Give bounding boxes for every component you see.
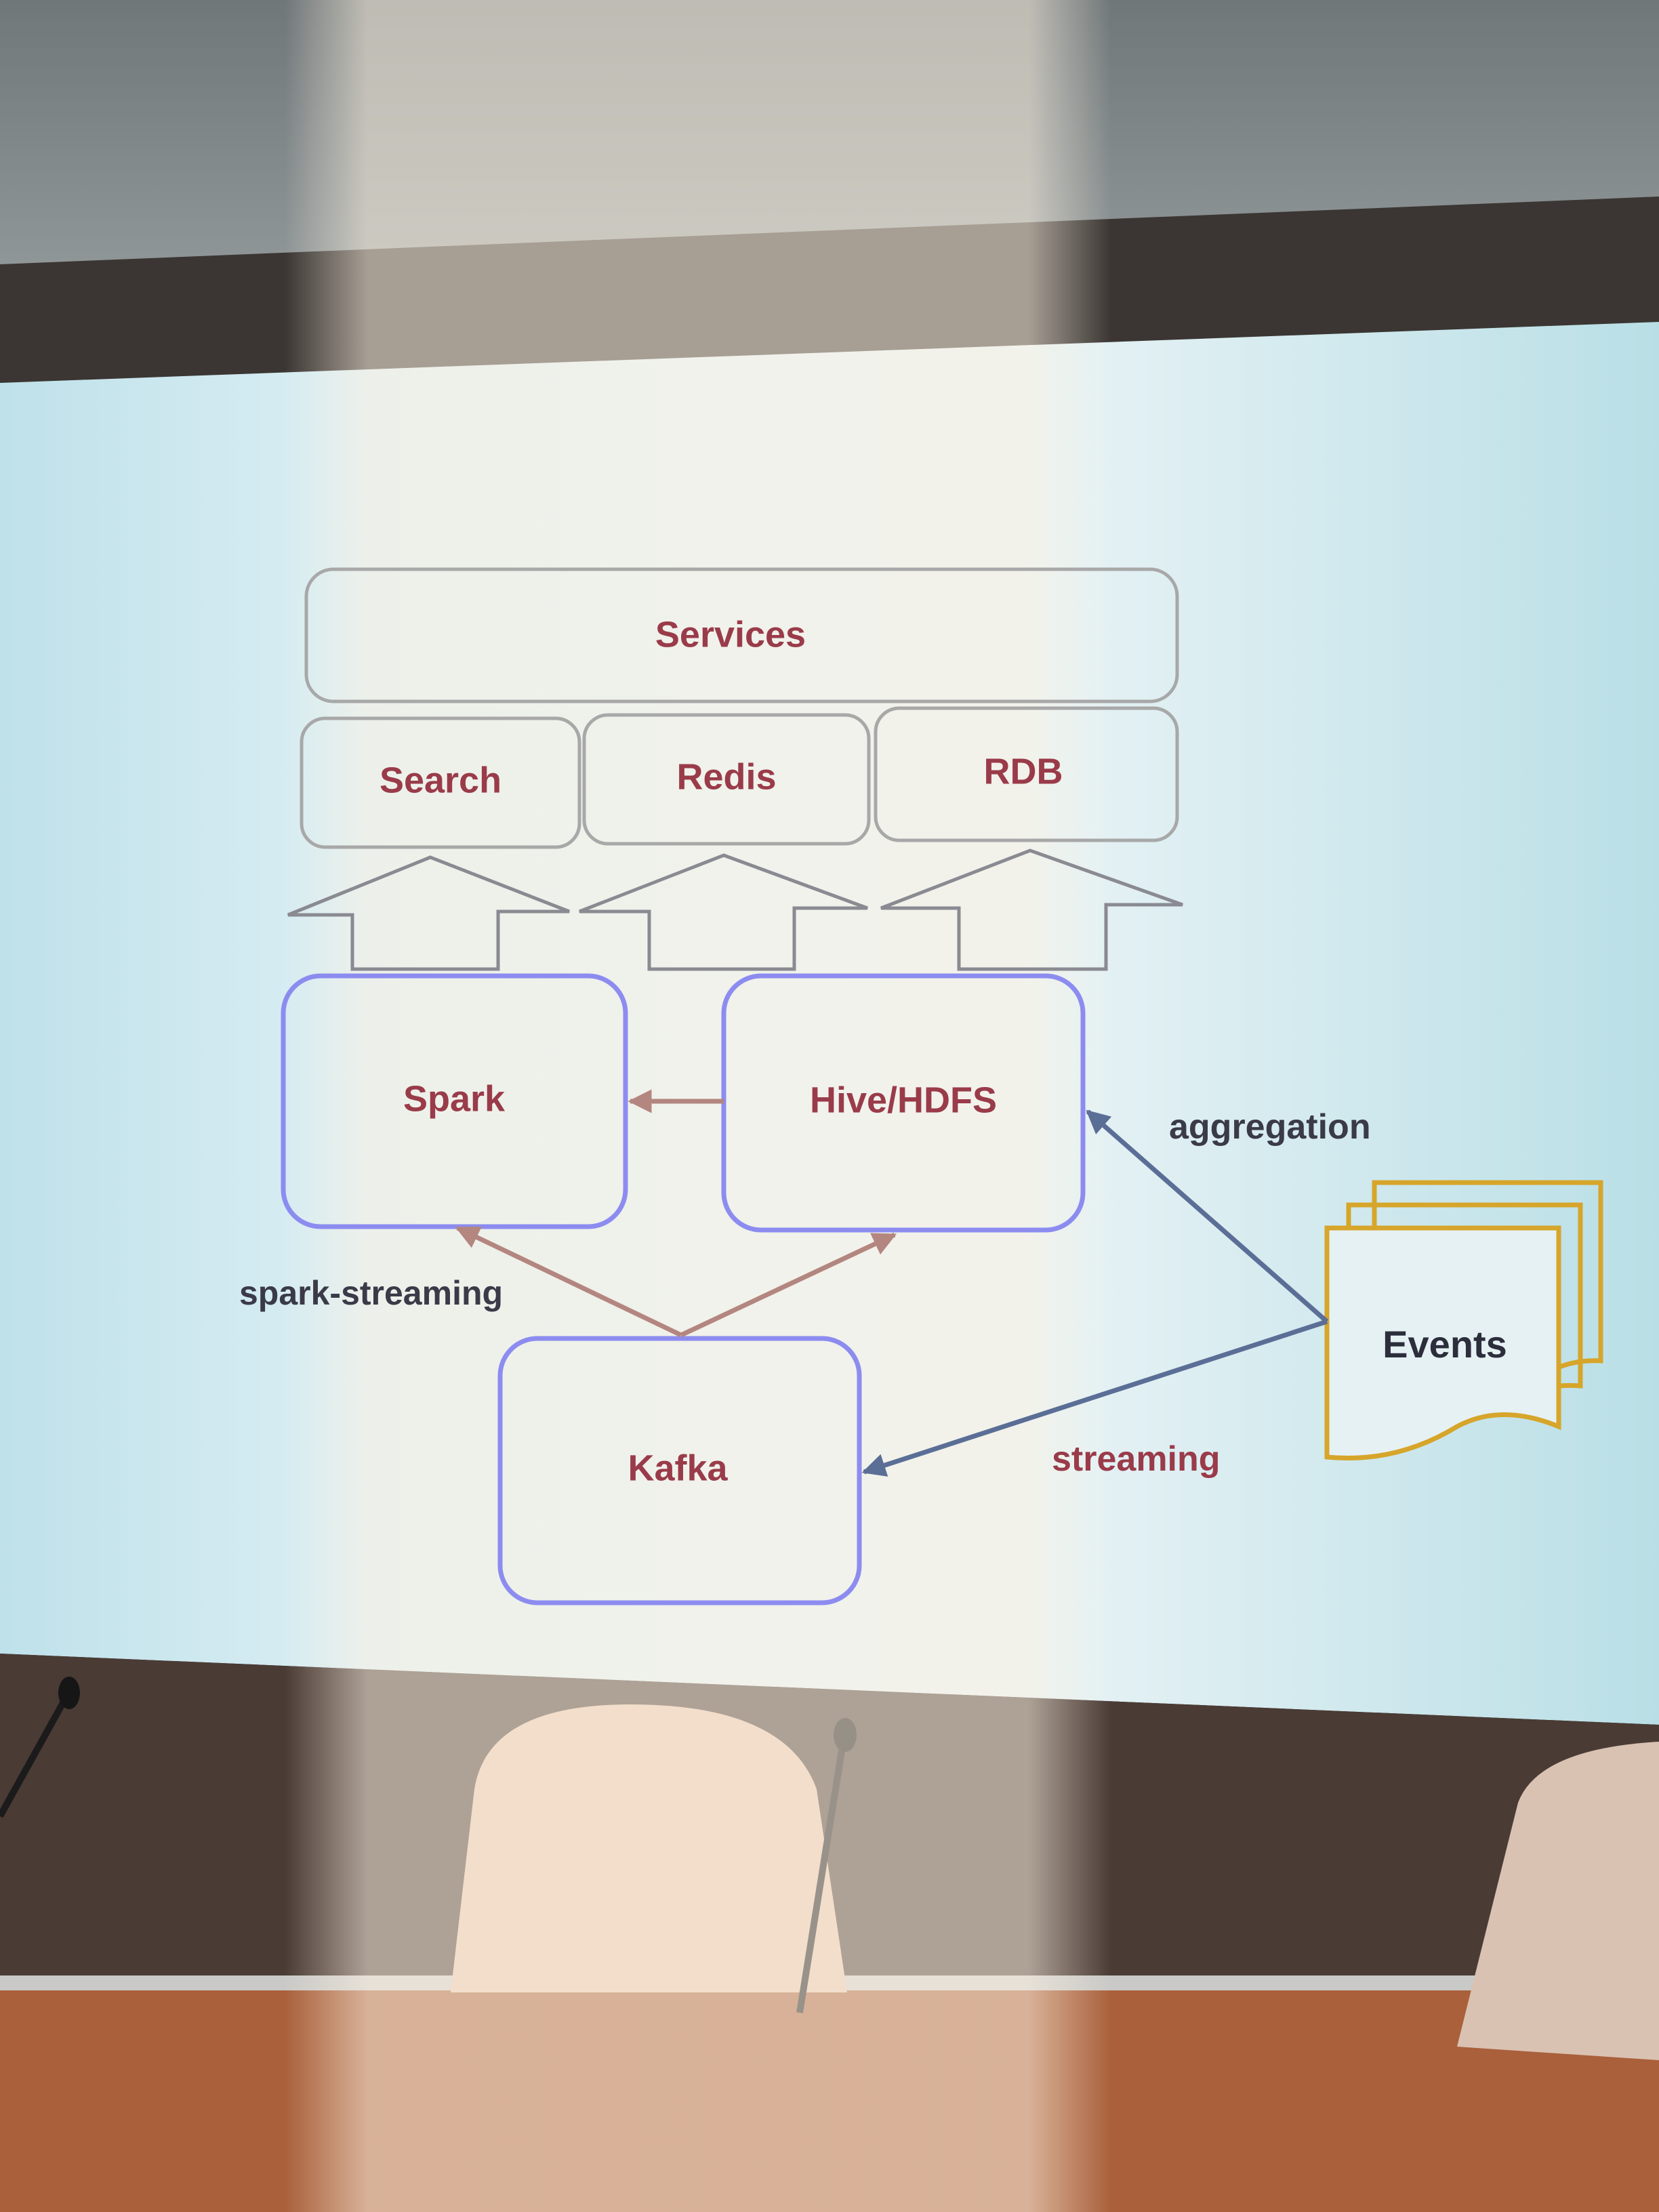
microphone-left-head (58, 1677, 80, 1709)
services-box (304, 567, 1179, 703)
events-stack: Events (1324, 1180, 1603, 1461)
up-arrow-redis (579, 853, 868, 971)
up-arrow-search (287, 855, 570, 971)
arrow-kafka-to-spark (455, 1225, 682, 1338)
events-page-front (1324, 1225, 1561, 1461)
projector-light-beam (285, 0, 1111, 2212)
hive-label: Hive/HDFS (810, 1080, 997, 1120)
edge-label-aggregation: aggregation (1169, 1107, 1371, 1147)
kafka-label: Kafka (628, 1448, 728, 1488)
arrow-kafka-to-hive (680, 1232, 897, 1338)
search-label: Search (380, 760, 501, 800)
spark-box (281, 973, 628, 1229)
edge-label-streaming: streaming (1052, 1439, 1221, 1479)
search-box (300, 716, 581, 849)
arrow-events-to-hive (1086, 1109, 1329, 1324)
rdb-box (874, 706, 1179, 842)
redis-box (582, 713, 871, 846)
spark-label: Spark (403, 1078, 506, 1119)
kafka-box (497, 1336, 862, 1605)
rdb-label: RDB (984, 751, 1063, 792)
arrow-events-to-kafka (861, 1319, 1328, 1477)
architecture-diagram: Services Search Redis RDB Spark Hive/HDF… (239, 567, 1603, 1605)
services-label: Services (655, 614, 806, 655)
events-label: Events (1382, 1323, 1507, 1366)
up-arrow-rdb (880, 848, 1183, 971)
microphone-left (0, 1692, 71, 1818)
edge-label-spark-streaming: spark-streaming (239, 1274, 503, 1312)
chair-back-right (1457, 1742, 1659, 2060)
redis-label: Redis (676, 756, 776, 797)
